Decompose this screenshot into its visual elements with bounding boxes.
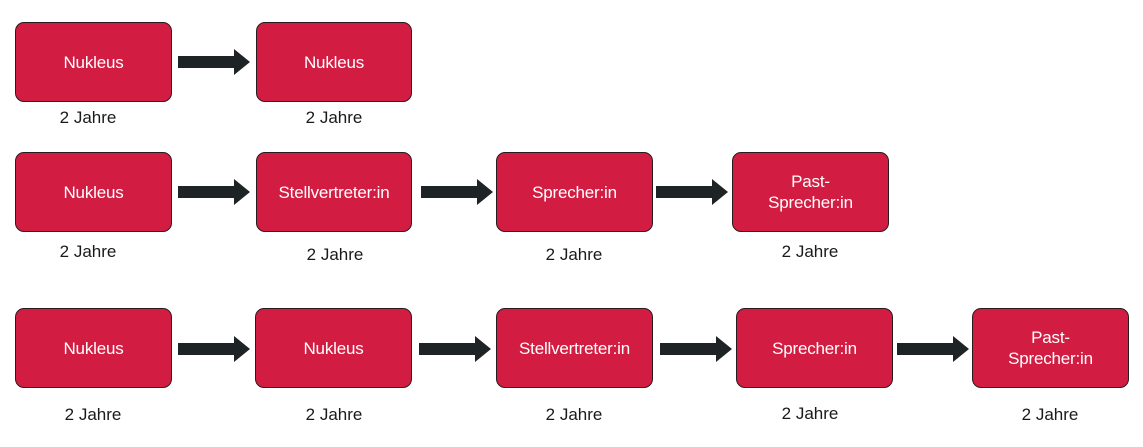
arrow-right-icon [421,179,493,205]
step-duration: 2 Jahre [781,404,839,423]
step-duration: 2 Jahre [306,245,364,264]
step-duration: 2 Jahre [59,242,117,261]
step-label: Sprecher:in [772,338,857,358]
step-box-nukleus: Nukleus [256,22,412,102]
arrow-right-icon [656,179,728,205]
step-box-past-sprecher: Past- Sprecher:in [732,152,889,232]
step-label: Nukleus [303,52,365,72]
step-duration: 2 Jahre [64,405,122,424]
step-label: Past- Sprecher:in [1008,328,1093,368]
arrow-right-icon [419,336,491,362]
arrow-right-icon [897,336,969,362]
step-box-sprecher: Sprecher:in [736,308,893,388]
arrow-right-icon [178,336,250,362]
step-box-stellvertreter: Stellvertreter:in [256,152,412,232]
arrow-right-icon [178,49,250,75]
step-box-sprecher: Sprecher:in [496,152,653,232]
step-duration: 2 Jahre [545,405,603,424]
step-duration: 2 Jahre [1021,405,1079,424]
step-box-nukleus: Nukleus [15,152,172,232]
step-box-stellvertreter: Stellvertreter:in [496,308,653,388]
step-label: Stellvertreter:in [519,338,630,358]
step-duration: 2 Jahre [305,108,363,127]
step-label: Nukleus [63,182,124,202]
step-label: Nukleus [303,338,364,358]
step-duration: 2 Jahre [545,245,603,264]
arrow-right-icon [660,336,732,362]
step-label: Nukleus [63,52,124,72]
step-label: Past- Sprecher:in [768,172,853,212]
step-box-nukleus: Nukleus [15,308,172,388]
step-box-nukleus: Nukleus [255,308,412,388]
step-label: Stellvertreter:in [278,182,390,202]
step-duration: 2 Jahre [781,242,839,261]
step-duration: 2 Jahre [305,405,363,424]
step-duration: 2 Jahre [59,108,117,127]
arrow-right-icon [178,179,250,205]
step-label: Sprecher:in [532,182,617,202]
step-label: Nukleus [63,338,124,358]
step-box-past-sprecher: Past- Sprecher:in [972,308,1129,388]
step-box-nukleus: Nukleus [15,22,172,102]
